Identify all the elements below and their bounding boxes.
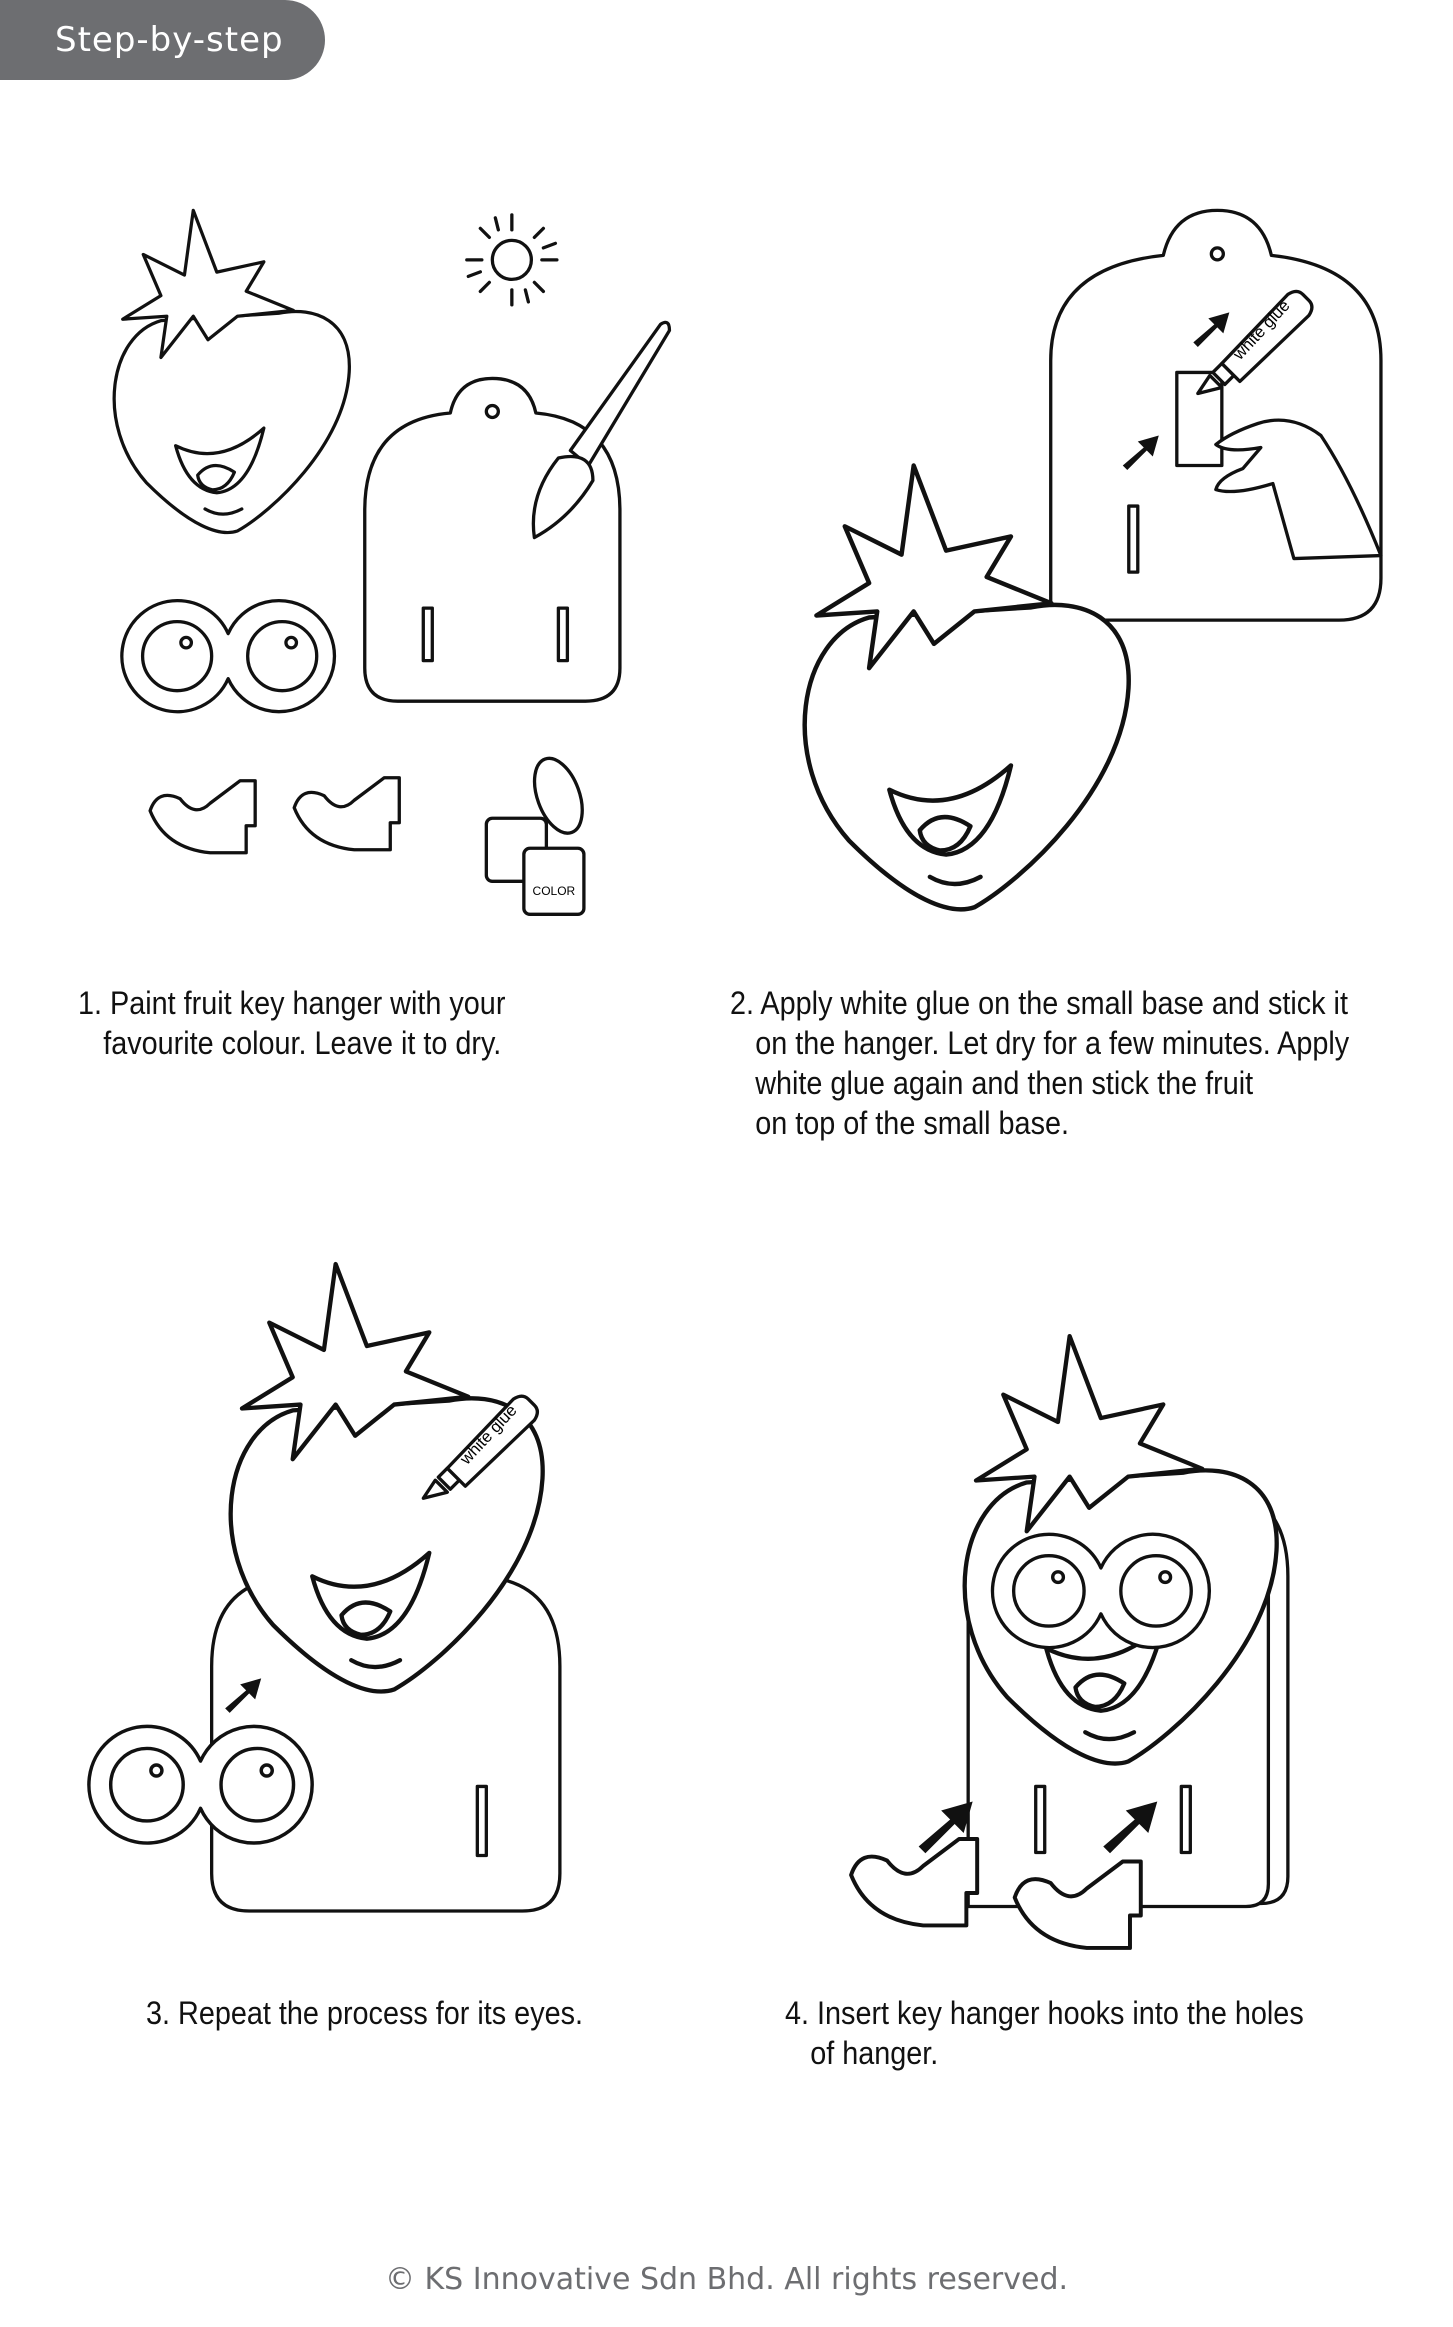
sun-icon [465,213,559,307]
section-tab: Step-by-step [0,0,325,80]
paintbrush-icon [531,320,672,540]
strawberry-piece [112,208,351,535]
step3-illustration: white glue [87,1264,562,1913]
hook-piece [849,1836,980,1928]
hook-piece [292,776,401,852]
hook-piece [148,779,257,855]
step4-illustration [849,1336,1290,1950]
copyright-footer: © KS Innovative Sdn Bhd. All rights rese… [384,2262,1069,2297]
step2-illustration: white glue [805,208,1383,909]
svg-text:COLOR: COLOR [533,884,576,898]
step-2-text: 2. Apply white glue on the small base an… [730,985,1350,1141]
hanger-piece [363,376,622,703]
eyes-piece [120,598,337,714]
step-3-text: 3. Repeat the process for its eyes. [146,1995,584,2031]
eyes-piece [87,1724,314,1845]
paint-cans-icon: COLOR [484,756,586,916]
step-1-text: 1. Paint fruit key hanger with your favo… [78,985,506,1061]
hand-icon [1214,418,1383,561]
section-title: Step-by-step [55,20,284,60]
step-4-text: 4. Insert key hanger hooks into the hole… [785,1995,1304,2071]
step1-illustration: COLOR [112,208,672,916]
